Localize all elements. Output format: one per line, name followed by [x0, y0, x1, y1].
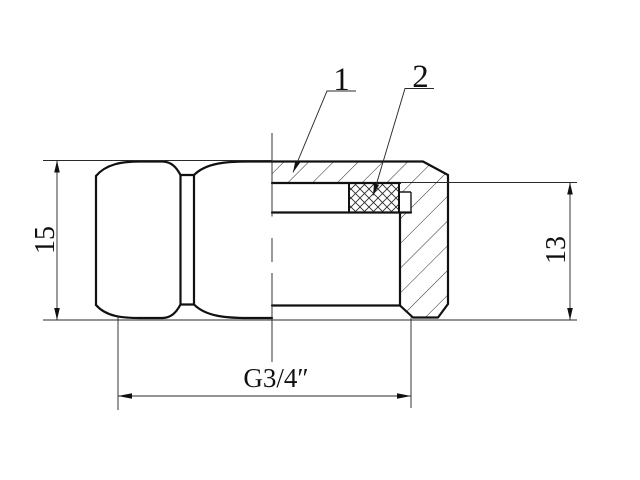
dimension-13-label: 13: [541, 236, 572, 264]
leader-arrow: [373, 183, 380, 196]
sleeve-outer-outline: [270, 160, 450, 319]
seal-seat-step: [400, 191, 412, 213]
dimension-arrow: [567, 182, 573, 195]
section-hatch-region: [272, 161, 448, 318]
sleeve-section-outline: [270, 160, 450, 319]
hex-bottom-left-arc: [94, 303, 182, 320]
dimension-arrow: [54, 308, 60, 320]
dimension-13: 13: [43, 182, 577, 321]
hex-top-left-arc: [94, 160, 182, 178]
callout-1: 1: [292, 62, 356, 173]
callout-1-label: 1: [333, 62, 350, 98]
hex-bottom-right-arc: [192, 303, 274, 320]
dimension-arrow: [54, 160, 60, 173]
callout-2-label: 2: [412, 59, 429, 95]
thread-size-label: G3/4″: [243, 363, 308, 393]
dimension-arrow: [118, 393, 132, 399]
leader-line-1: [292, 90, 356, 173]
callout-2: 2: [372, 59, 434, 196]
hatch-area: [272, 161, 448, 318]
dimension-15-label: 15: [30, 226, 61, 254]
dimension-15: 15: [30, 160, 272, 320]
leader-arrow: [293, 160, 301, 173]
hex-head-outline: [94, 160, 274, 320]
leader-line-2: [372, 88, 434, 196]
dimension-thread: G3/4″: [117, 316, 412, 410]
hex-corner-edges: [179, 173, 196, 306]
dimension-arrow: [397, 393, 411, 399]
dimension-arrow: [567, 308, 573, 320]
hex-top-right-arc: [192, 160, 274, 177]
